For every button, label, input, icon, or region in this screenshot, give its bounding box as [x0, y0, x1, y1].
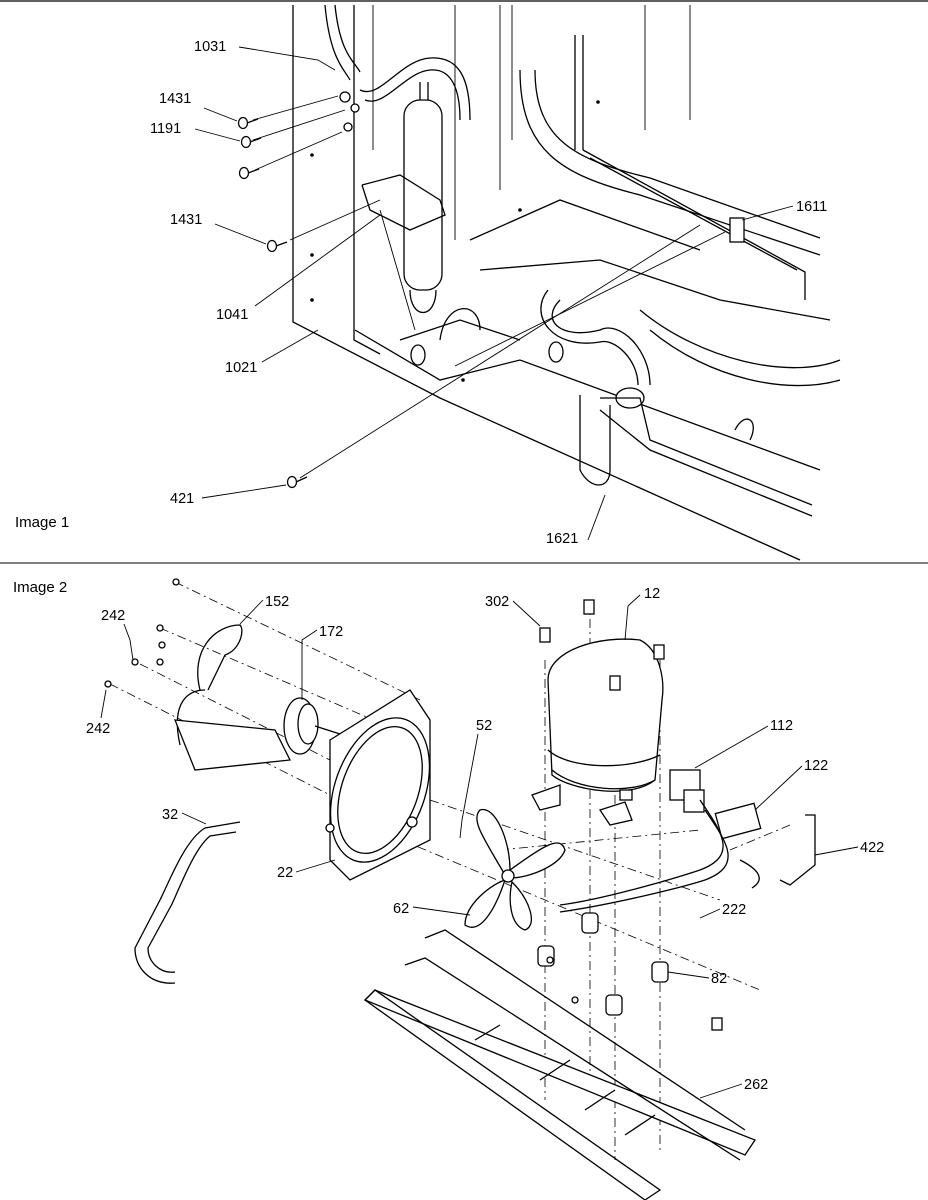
image1-callouts: 1031 1431 1191 1431 1041 1021 1611 421 1…: [15, 39, 827, 547]
callout-302: 302: [485, 594, 509, 610]
callout-52: 52: [476, 718, 492, 734]
callout-1021: 1021: [225, 360, 257, 376]
callout-242-top: 242: [101, 608, 125, 624]
callout-422: 422: [860, 840, 884, 856]
image2-callouts: Image 2 152 172 242 242 32 22 52 62 302 …: [13, 579, 884, 1099]
image1-caption: Image 1: [15, 514, 69, 531]
callout-1191: 1191: [150, 121, 181, 137]
callout-1611: 1611: [796, 199, 827, 215]
callout-122: 122: [804, 758, 828, 774]
callout-262: 262: [744, 1077, 768, 1093]
callout-242-left: 242: [86, 721, 110, 737]
callout-222: 222: [722, 902, 746, 918]
callout-1431-mid: 1431: [170, 212, 202, 228]
callout-12: 12: [644, 586, 660, 602]
callout-172: 172: [319, 624, 343, 640]
callout-32: 32: [162, 807, 178, 823]
callout-82: 82: [711, 971, 727, 987]
image1-drawing: [237, 4, 841, 561]
callout-421: 421: [170, 491, 194, 507]
callout-1041: 1041: [216, 307, 248, 323]
callout-1431-top: 1431: [159, 91, 191, 107]
callout-1031: 1031: [194, 39, 226, 55]
callout-62: 62: [393, 901, 409, 917]
image2-caption: Image 2: [13, 579, 67, 596]
callout-1621: 1621: [546, 531, 578, 547]
callout-112: 112: [770, 718, 793, 734]
callout-22: 22: [277, 865, 293, 881]
image2-drawing: [104, 578, 816, 1200]
callout-152: 152: [265, 594, 289, 610]
